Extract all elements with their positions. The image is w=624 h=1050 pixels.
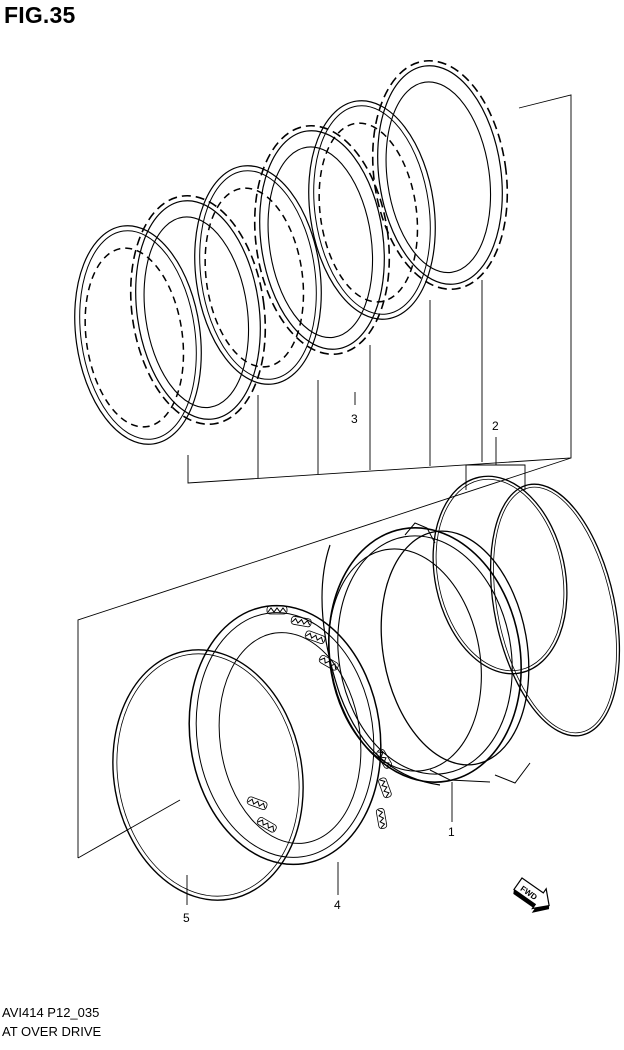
snap-ring bbox=[112, 649, 304, 901]
callout-part-2: 2 bbox=[492, 419, 499, 433]
callout-part-1: 1 bbox=[448, 825, 455, 839]
fwd-arrow-icon: FWD bbox=[513, 877, 550, 913]
clutch-disc-pack bbox=[60, 51, 523, 454]
spring-retainer bbox=[188, 604, 394, 866]
callout-part-5: 5 bbox=[183, 911, 190, 925]
clutch-disc-6 bbox=[357, 51, 523, 299]
callout-part-4: 4 bbox=[334, 898, 341, 912]
figure-code: AVI414 P12_035 bbox=[2, 1005, 100, 1020]
clutch-disc-4 bbox=[239, 116, 405, 364]
o-rings bbox=[432, 475, 621, 737]
assembly-bracket bbox=[77, 457, 572, 858]
clutch-plate-5 bbox=[294, 91, 450, 329]
figure-title: FIG.35 bbox=[4, 2, 76, 28]
overdrive-piston-drum bbox=[321, 522, 531, 786]
callout-part-3: 3 bbox=[351, 412, 358, 426]
leader-lines-part3 bbox=[187, 94, 572, 484]
figure-name: AT OVER DRIVE bbox=[2, 1024, 102, 1039]
clutch-plate-1 bbox=[60, 216, 216, 454]
